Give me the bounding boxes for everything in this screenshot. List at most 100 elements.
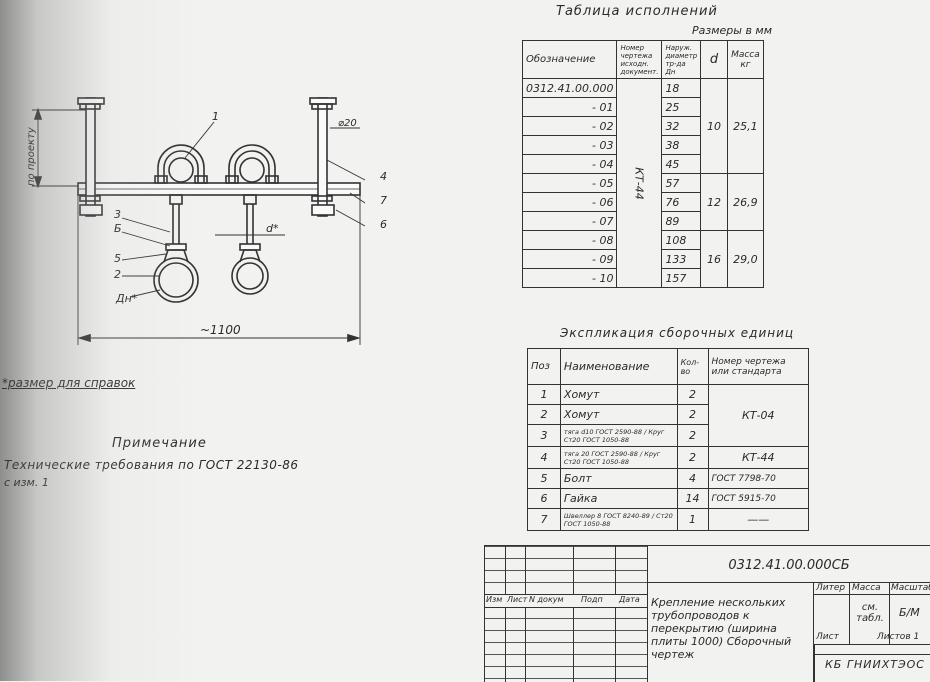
dim-project: по проекту (26, 126, 37, 186)
exec-row-dn: 18 (661, 78, 702, 98)
spec-header-pos: Поз (527, 348, 561, 385)
exec-row-dn: 57 (661, 173, 702, 193)
exec-drawing-cell: КТ-44 (616, 78, 663, 288)
hdr-doc: N докум (529, 595, 564, 604)
spec-std: ГОСТ 7798-70 (707, 468, 810, 489)
spec-name: Хомут (559, 384, 678, 405)
exec-table-title: Таблица исполнений (556, 4, 718, 19)
exec-table-units: Размеры в мм (692, 24, 773, 37)
exec-mass-group-1: 25,1 (726, 78, 765, 174)
exec-row-designation: - 08 (521, 230, 618, 250)
spec-name: Швеллер 8 ГОСТ 8240-89 / Ст20 ГОСТ 1050-… (559, 508, 678, 531)
drawing-title: Крепление нескольких трубопроводов к пер… (651, 596, 792, 661)
exec-header-drawing: Номер чертежа исходн. документ. (616, 40, 663, 79)
exec-row-dn: 38 (661, 135, 702, 155)
dim-length: ~1100 (200, 323, 241, 337)
spec-qty: 4 (676, 468, 709, 489)
spec-qty: 14 (676, 488, 709, 509)
notes-heading: Примечание (112, 436, 207, 451)
spec-std: ГОСТ 5915-70 (707, 488, 810, 509)
specification-table: Поз Наименование Кол-во Номер чертежа ил… (527, 348, 810, 531)
spec-pos: 3 (527, 424, 561, 447)
hdr-izm: Изм (486, 595, 503, 604)
exec-row-designation: - 01 (521, 97, 618, 117)
spec-pos: 1 (527, 384, 561, 405)
left-rod (85, 97, 96, 217)
spec-std-kt04: КТ-04 (707, 384, 810, 447)
exec-mass-group-3: 29,0 (726, 230, 765, 288)
exec-row-designation: - 02 (521, 116, 618, 136)
mass-value: см. табл. (856, 602, 884, 624)
doc-code: 0312.41.00.000СБ (647, 546, 930, 583)
spec-pos: 4 (527, 446, 561, 469)
callout-6: 6 (380, 218, 387, 231)
spec-qty: 1 (676, 508, 709, 531)
spec-qty: 2 (676, 424, 709, 447)
exec-header-mass: Масса кг (726, 40, 765, 79)
exec-row-dn: 108 (661, 230, 702, 250)
spec-name: Болт (559, 468, 678, 489)
dim-d: d* (266, 222, 279, 235)
spec-pos: 6 (527, 488, 561, 509)
notes-line-1: Технические требования по ГОСТ 22130-86 (4, 458, 299, 472)
notes-line-2: с изм. 1 (4, 476, 49, 489)
execution-table: Обозначение Номер чертежа исходн. докуме… (521, 40, 765, 288)
revision-grid (485, 546, 648, 682)
spec-qty: 2 (676, 446, 709, 469)
exec-header-designation: Обозначение (521, 40, 618, 79)
dim-hole: ⌀20 (338, 118, 357, 129)
exec-row-designation: - 05 (521, 173, 618, 193)
spec-name: Гайка (559, 488, 678, 509)
callout-1: 1 (212, 110, 219, 123)
exec-row-designation: - 03 (521, 135, 618, 155)
exec-row-dn: 157 (661, 268, 702, 288)
spec-name: тяга 20 ГОСТ 2590-88 / Круг Ст20 ГОСТ 10… (559, 446, 678, 469)
hdr-date: Дата (619, 595, 640, 604)
hdr-list: Лист (507, 595, 528, 604)
spec-pos: 5 (527, 468, 561, 489)
callout-b: Б (114, 222, 122, 235)
exec-row-dn: 25 (661, 97, 702, 117)
spec-std: —— (707, 508, 810, 531)
scale-value: Б/М (899, 606, 920, 619)
exec-row-designation: - 06 (521, 192, 618, 212)
dim-dn: Дн* (115, 292, 138, 305)
spec-std: КТ-44 (707, 446, 810, 469)
exec-header-d: d (700, 40, 728, 79)
litera-label: Литер (816, 583, 846, 593)
exec-d-group-3: 16 (700, 230, 728, 288)
spec-qty: 2 (676, 384, 709, 405)
reference-note: *размер для справок (2, 376, 136, 390)
callout-7: 7 (380, 194, 387, 207)
exec-drawing-no: КТ-44 (632, 166, 646, 200)
exec-mass-group-2: 26,9 (726, 173, 765, 231)
callout-3: 3 (114, 208, 121, 221)
exec-row-designation: 0312.41.00.000 (521, 78, 618, 98)
callout-5: 5 (114, 252, 121, 265)
spec-header-qty: Кол-во (676, 348, 709, 385)
exec-row-dn: 32 (661, 116, 702, 136)
pipe-left (153, 257, 199, 303)
mass-label: Масса (852, 583, 881, 593)
spec-header-std: Номер чертежа или стандарта (707, 348, 810, 385)
exec-row-designation: - 10 (521, 268, 618, 288)
spec-pos: 7 (527, 508, 561, 531)
exec-row-dn: 45 (661, 154, 702, 174)
exec-row-dn: 133 (661, 249, 702, 269)
right-rod (317, 97, 328, 217)
organization: КБ ГНИИХТЭОС (825, 658, 925, 671)
exec-d-group-1: 10 (700, 78, 728, 174)
spec-qty: 2 (676, 404, 709, 425)
spec-name: тяга d10 ГОСТ 2590-88 / Круг Ст20 ГОСТ 1… (559, 424, 678, 447)
exec-header-diameter: Наруж. диаметр тр-да Дн (661, 40, 702, 79)
exec-row-dn: 89 (661, 211, 702, 231)
spec-table-title: Экспликация сборочных единиц (560, 326, 795, 340)
spec-pos: 2 (527, 404, 561, 425)
callout-4: 4 (380, 170, 387, 183)
hdr-sign: Подп (581, 595, 603, 604)
spec-header-name: Наименование (559, 348, 678, 385)
revision-headers: Изм Лист N докум Подп Дата (485, 594, 647, 608)
sheet-label: Лист (816, 632, 839, 642)
exec-row-dn: 76 (661, 192, 702, 212)
exec-d-group-2: 12 (700, 173, 728, 231)
